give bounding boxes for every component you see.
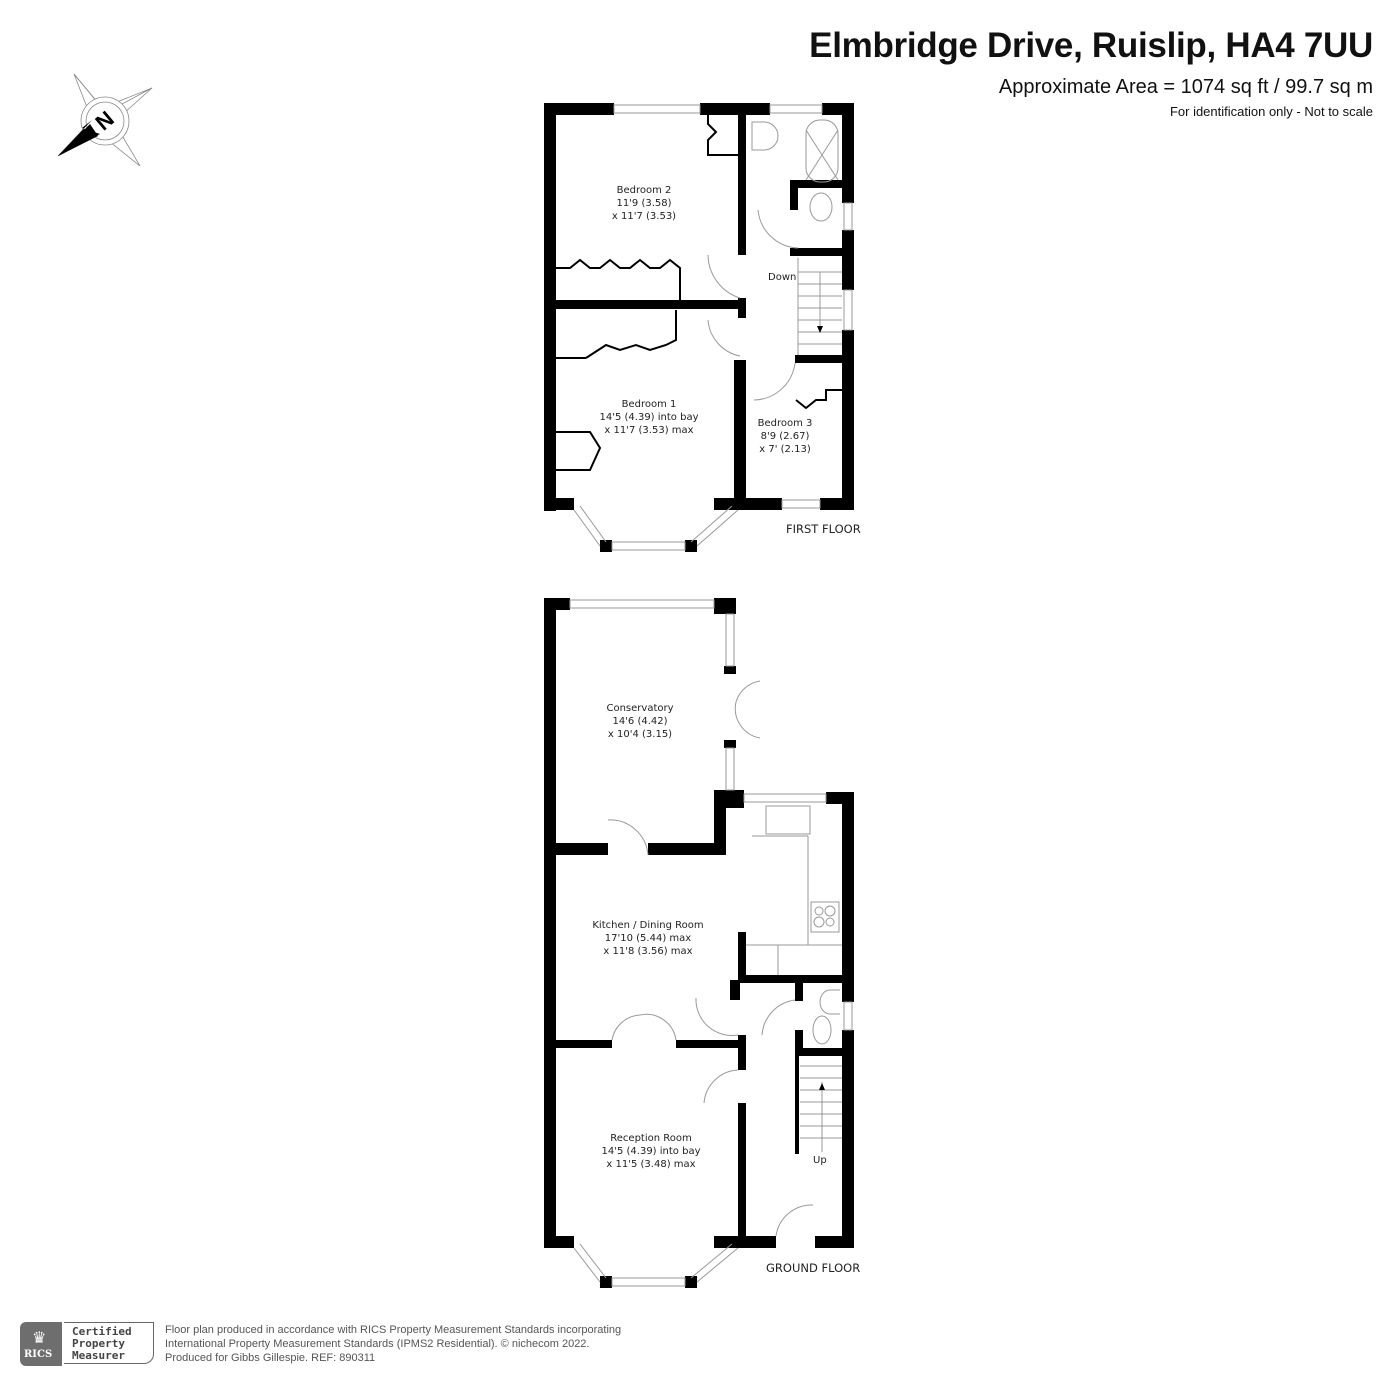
room-label-bedroom-3: Bedroom 3 8'9 (2.67) x 7' (2.13)	[757, 418, 813, 455]
stairs-up-label: Up	[813, 1155, 827, 1166]
stairs-down-label: Down	[768, 272, 797, 283]
rics-lion-icon: ♛	[32, 1330, 47, 1347]
ground-floor-label: GROUND FLOOR	[766, 1261, 861, 1275]
approximate-area: Approximate Area = 1074 sq ft / 99.7 sq …	[998, 76, 1373, 98]
certified-property-measurer: Certified Property Measurer	[64, 1322, 154, 1364]
first-floor-label: FIRST FLOOR	[786, 522, 861, 536]
room-label-conservatory: Conservatory 14'6 (4.42) x 10'4 (3.15)	[606, 703, 674, 740]
north-compass-icon: N	[57, 73, 153, 166]
room-label-bedroom-1: Bedroom 1 14'5 (4.39) into bay x 11'7 (3…	[599, 399, 699, 436]
rics-logo: ♛ RICS	[20, 1322, 62, 1366]
room-label-reception: Reception Room 14'5 (4.39) into bay x 11…	[601, 1133, 701, 1170]
property-address-title: Elmbridge Drive, Ruislip, HA4 7UU	[809, 26, 1373, 65]
scale-disclaimer: For identification only - Not to scale	[1169, 104, 1373, 119]
footer-disclaimer: Floor plan produced in accordance with R…	[165, 1324, 622, 1364]
rics-certified-badge: ♛ RICS Certified Property Measurer	[20, 1322, 156, 1366]
room-label-kitchen-dining: Kitchen / Dining Room 17'10 (5.44) max x…	[592, 920, 704, 957]
room-label-bedroom-2: Bedroom 2 11'9 (3.58) x 11'7 (3.53)	[611, 185, 677, 222]
